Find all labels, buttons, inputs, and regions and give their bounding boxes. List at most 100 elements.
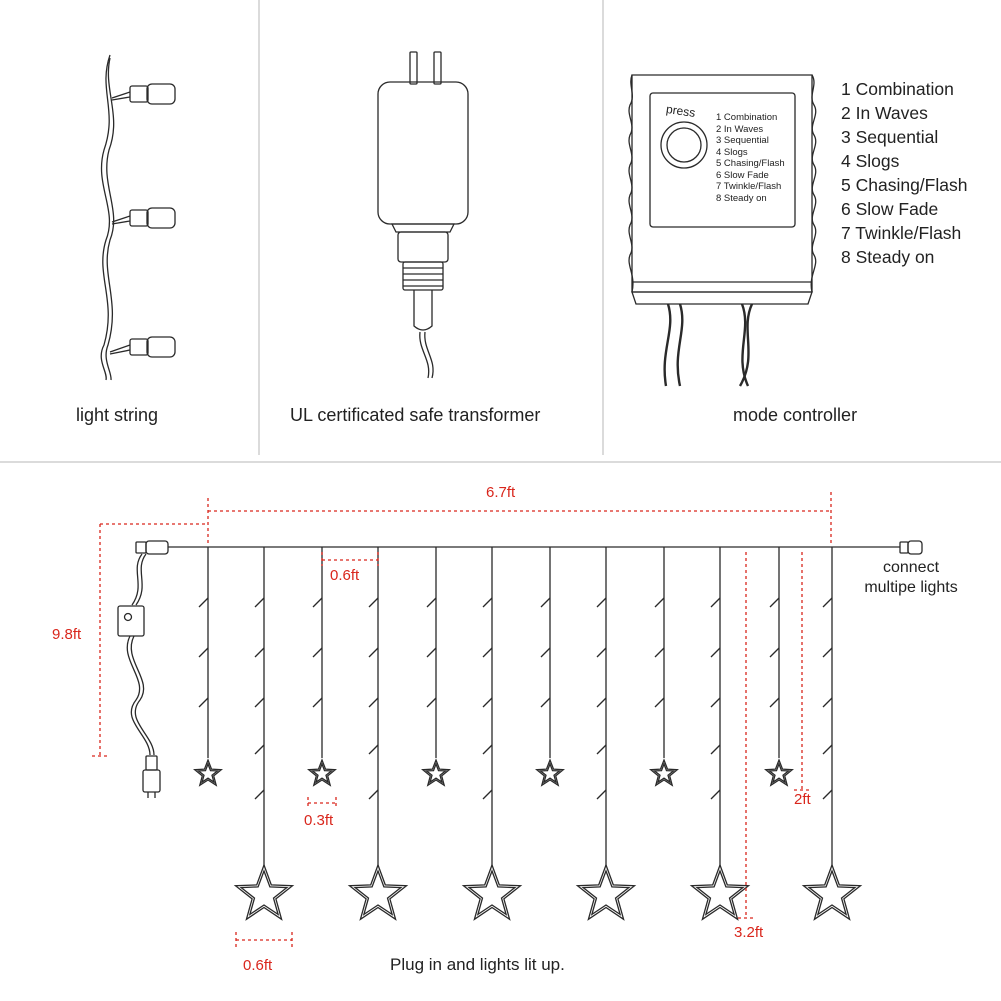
bulb-mark [596,789,607,800]
small-star-outer [649,758,679,787]
bulb-mark [312,647,323,658]
dimension-lines [92,492,832,948]
large-star-inner [695,869,745,916]
bulb-mark [596,744,607,755]
bulb-mark [254,697,265,708]
bulb-mark [540,647,551,658]
transformer-illustration [377,51,469,379]
bulb-mark [654,697,665,708]
mode-list-item: 2 In Waves [841,103,928,123]
bulb-mark [312,597,323,608]
controller-illustration [628,74,817,387]
large-star-outer [801,863,863,921]
bulb-mark [198,597,209,608]
large-star-inner [807,869,857,916]
bulb-mark [368,647,379,658]
bulb-mark [368,697,379,708]
bulb-mark [654,597,665,608]
large-star-inner [239,869,289,916]
bulb-mark [482,744,493,755]
bulb-mark [596,647,607,658]
transformer-caption: UL certificated safe transformer [290,405,541,425]
bulb-mark [822,647,833,658]
bulb-mark [596,597,607,608]
short-strand-label: 2ft [794,791,811,808]
mode-list-item: 5 Chasing/Flash [841,175,968,195]
bulb-mark [368,789,379,800]
small-star-outer [307,758,337,787]
small-star-outer [764,758,794,787]
bulb-mark [822,789,833,800]
lead-length-label: 9.8ft [52,626,82,643]
bulb-mark [540,597,551,608]
large-star-outer [233,863,295,921]
bulb-mark [822,597,833,608]
strands-group [193,547,863,921]
bulb-mark [822,697,833,708]
bulb-mark [368,744,379,755]
controller-mode-item: 2 In Waves [716,123,764,135]
large-star-inner [581,869,631,916]
mode-list-item: 1 Combination [841,79,954,99]
connect-line-2: multipe lights [864,579,958,596]
bulb-mark [426,597,437,608]
bulb-mark [254,789,265,800]
bulb-mark [482,597,493,608]
small-star-inner [196,762,220,784]
strand-gap-label: 0.6ft [330,567,360,584]
bulb-mark [769,647,780,658]
bulb-mark [426,697,437,708]
large-star-label: 0.6ft [243,957,273,974]
long-strand-label: 3.2ft [734,924,764,941]
controller-mode-item: 6 Slow Fade [716,169,769,181]
connect-line-1: connect [882,559,940,576]
mode-list: 1 Combination 2 In Waves 3 Sequential 4 Slo… [841,77,967,269]
width-label: 6.7ft [486,484,516,501]
bulb-mark [769,597,780,608]
bulb-mark [596,697,607,708]
large-star-inner [353,869,403,916]
bulb-mark [710,744,721,755]
large-star-outer [461,863,523,921]
large-star-outer [575,863,637,921]
connect-label: connect multipe lights [848,558,974,598]
bulb-mark [482,647,493,658]
mode-list-item: 4 Slogs [841,151,900,171]
small-star-inner [652,762,676,784]
controller-mode-item: 3 Sequential [716,135,769,146]
bulb-mark [254,597,265,608]
small-star-outer [421,758,451,787]
small-star-inner [767,762,791,784]
small-star-inner [424,762,448,784]
small-star-inner [538,762,562,784]
bulb-mark [540,697,551,708]
bulb-mark [822,744,833,755]
mode-list-item: 6 Slow Fade [841,199,939,219]
curtain-illustration [117,540,923,921]
bulb-mark [710,789,721,800]
mode-list-item: 3 Sequential [841,127,939,147]
small-star-outer [535,758,565,787]
small-star-outer [193,758,223,787]
bulb-mark [482,697,493,708]
mode-list-item: 8 Steady on [841,247,935,267]
bulb-mark [710,597,721,608]
bottom-caption: Plug in and lights lit up. [390,955,565,974]
light-string-caption: light string [76,405,159,425]
bulb-mark [254,744,265,755]
bulb-mark [710,697,721,708]
controller-mode-item: 7 Twinkle/Flash [716,181,782,192]
controller-caption: mode controller [733,405,858,425]
bulb-mark [654,647,665,658]
bulb-mark [198,647,209,658]
controller-mode-item: 1 Combination [716,112,778,123]
controller-mode-item: 5 Chasing/Flash [716,158,785,169]
mode-list-item: 7 Twinkle/Flash [841,223,962,243]
large-star-outer [689,863,751,921]
controller-mode-item: 8 Steady on [716,192,767,204]
bulb-mark [769,697,780,708]
bulb-mark [312,697,323,708]
